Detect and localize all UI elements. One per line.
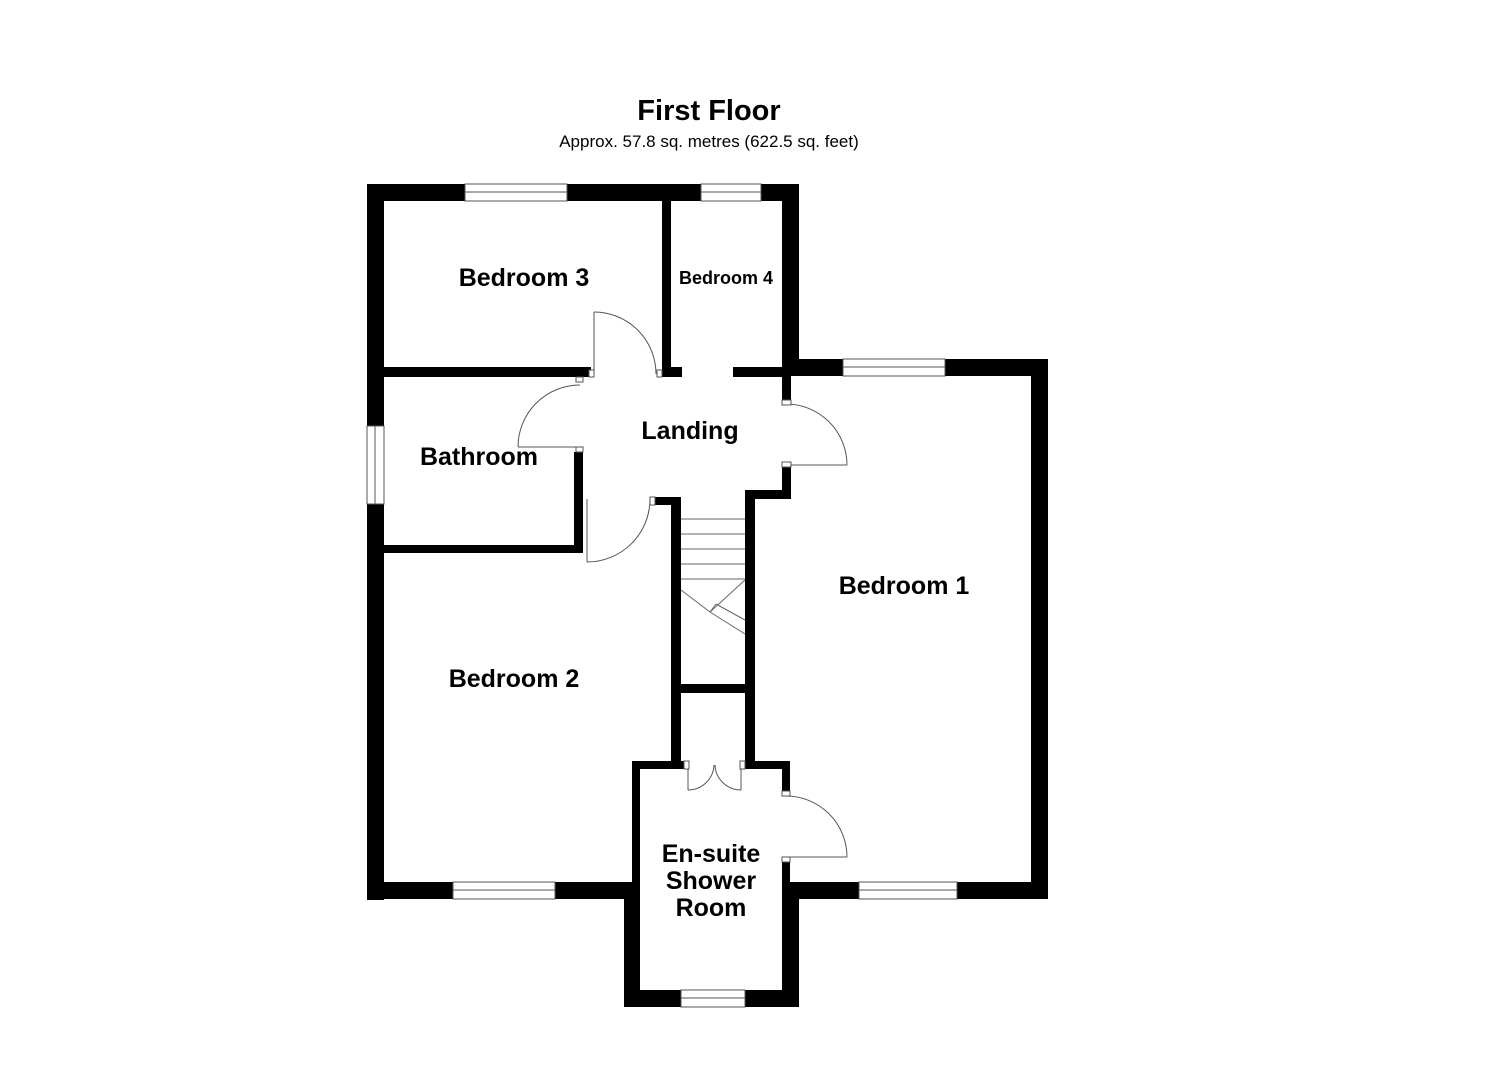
room-label-bathroom: Bathroom	[420, 443, 538, 471]
floor-title: First Floor	[637, 95, 781, 127]
doors	[517, 311, 848, 863]
room-label-ensuite-line-2: Shower	[666, 867, 757, 895]
floor-area-subtitle: Approx. 57.8 sq. metres (622.5 sq. feet)	[559, 132, 859, 151]
room-label-ensuite-line-3: Room	[676, 894, 747, 922]
windows	[366, 183, 958, 1008]
staircase	[680, 518, 746, 635]
room-label-bedroom-1: Bedroom 1	[839, 572, 970, 600]
room-label-landing: Landing	[641, 417, 738, 445]
room-label-bedroom-2: Bedroom 2	[449, 665, 580, 693]
room-labels: Bedroom 3 Bedroom 4 Landing Bathroom Bed…	[420, 264, 969, 922]
room-label-bedroom-4: Bedroom 4	[679, 268, 773, 288]
room-label-bedroom-3: Bedroom 3	[459, 264, 590, 292]
room-label-ensuite-line-1: En-suite	[662, 840, 761, 868]
